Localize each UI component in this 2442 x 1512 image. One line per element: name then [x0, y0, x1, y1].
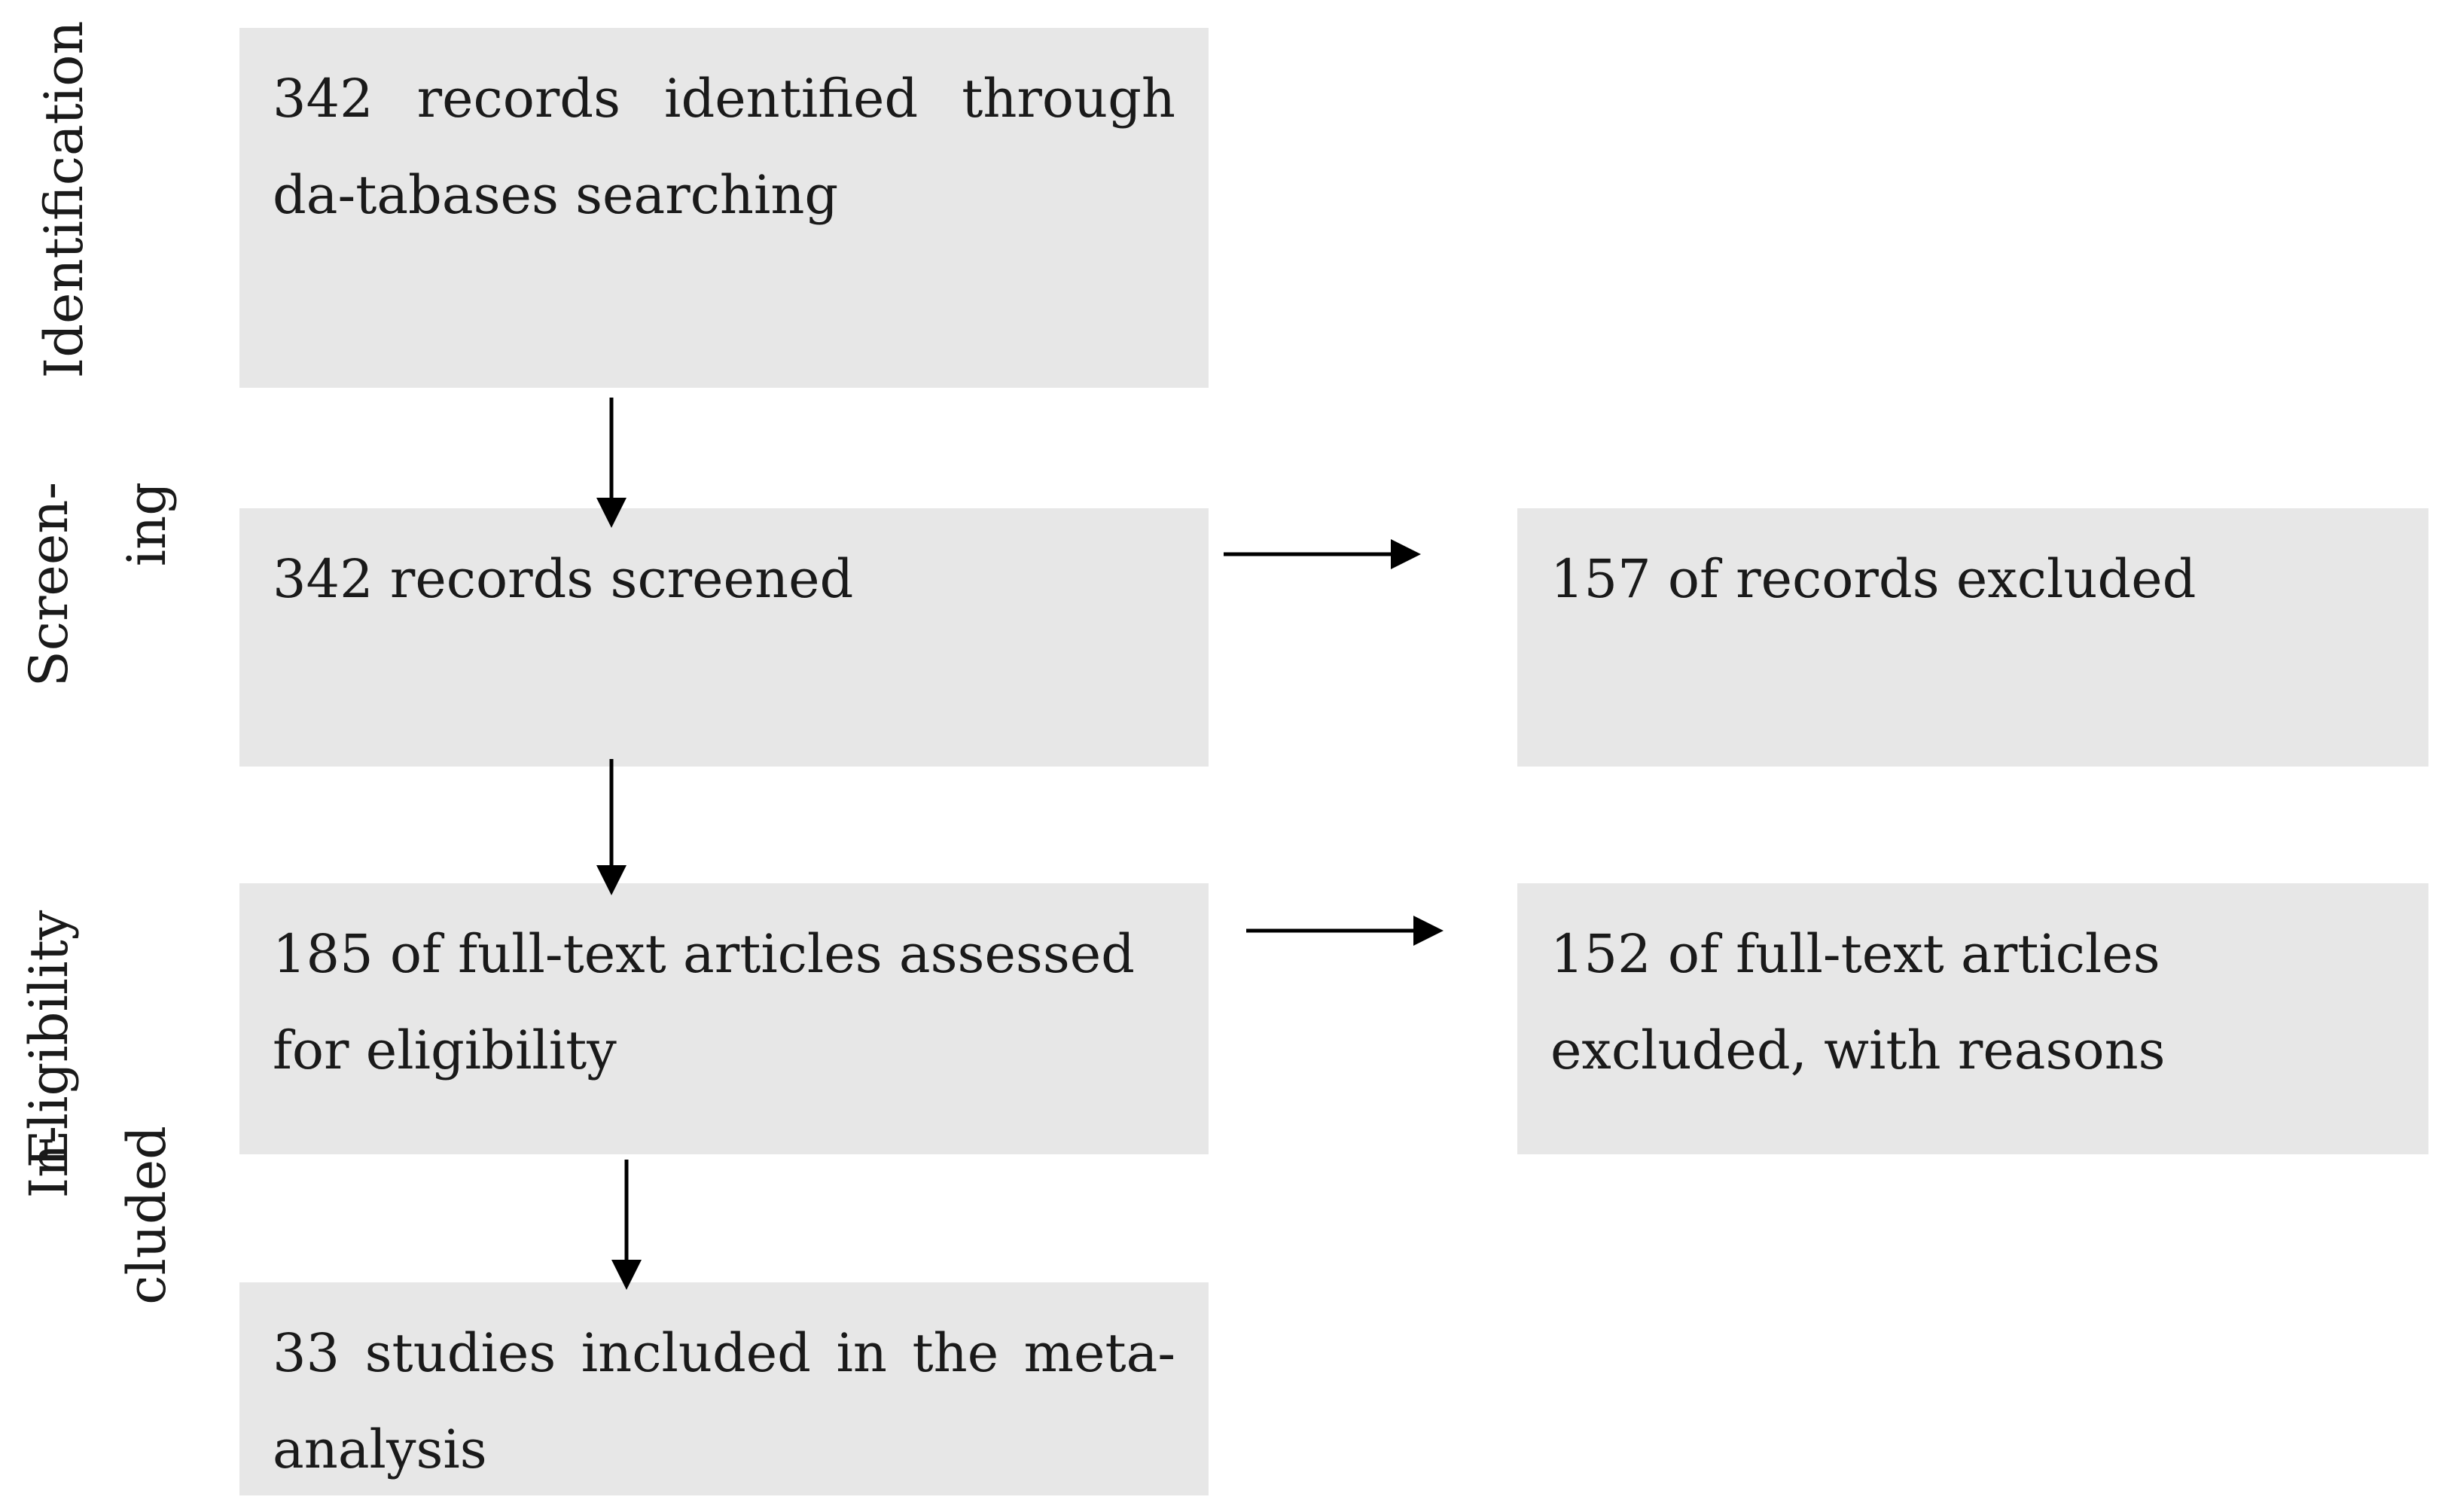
box-records-excluded-text: 157 of records excluded: [1550, 548, 2197, 610]
box-records-screened: 342 records screened: [239, 508, 1209, 767]
box-records-identified-text: 342 records identified through da-tabase…: [273, 68, 1175, 226]
box-fulltext-assessed: 185 of full-text articles assessed for e…: [239, 883, 1209, 1154]
box-fulltext-excluded-text: 152 of full-text articles excluded, with…: [1550, 923, 2166, 1081]
box-records-screened-text: 342 records screened: [273, 548, 854, 610]
box-records-identified: 342 records identified through da-tabase…: [239, 28, 1209, 388]
box-studies-included: 33 studies included in the meta-analysis: [239, 1282, 1209, 1495]
box-studies-included-text: 33 studies included in the meta-analysis: [273, 1322, 1175, 1480]
box-records-excluded: 157 of records excluded: [1517, 508, 2428, 767]
box-fulltext-assessed-text: 185 of full-text articles assessed for e…: [273, 923, 1135, 1081]
box-fulltext-excluded: 152 of full-text articles excluded, with…: [1517, 883, 2428, 1154]
